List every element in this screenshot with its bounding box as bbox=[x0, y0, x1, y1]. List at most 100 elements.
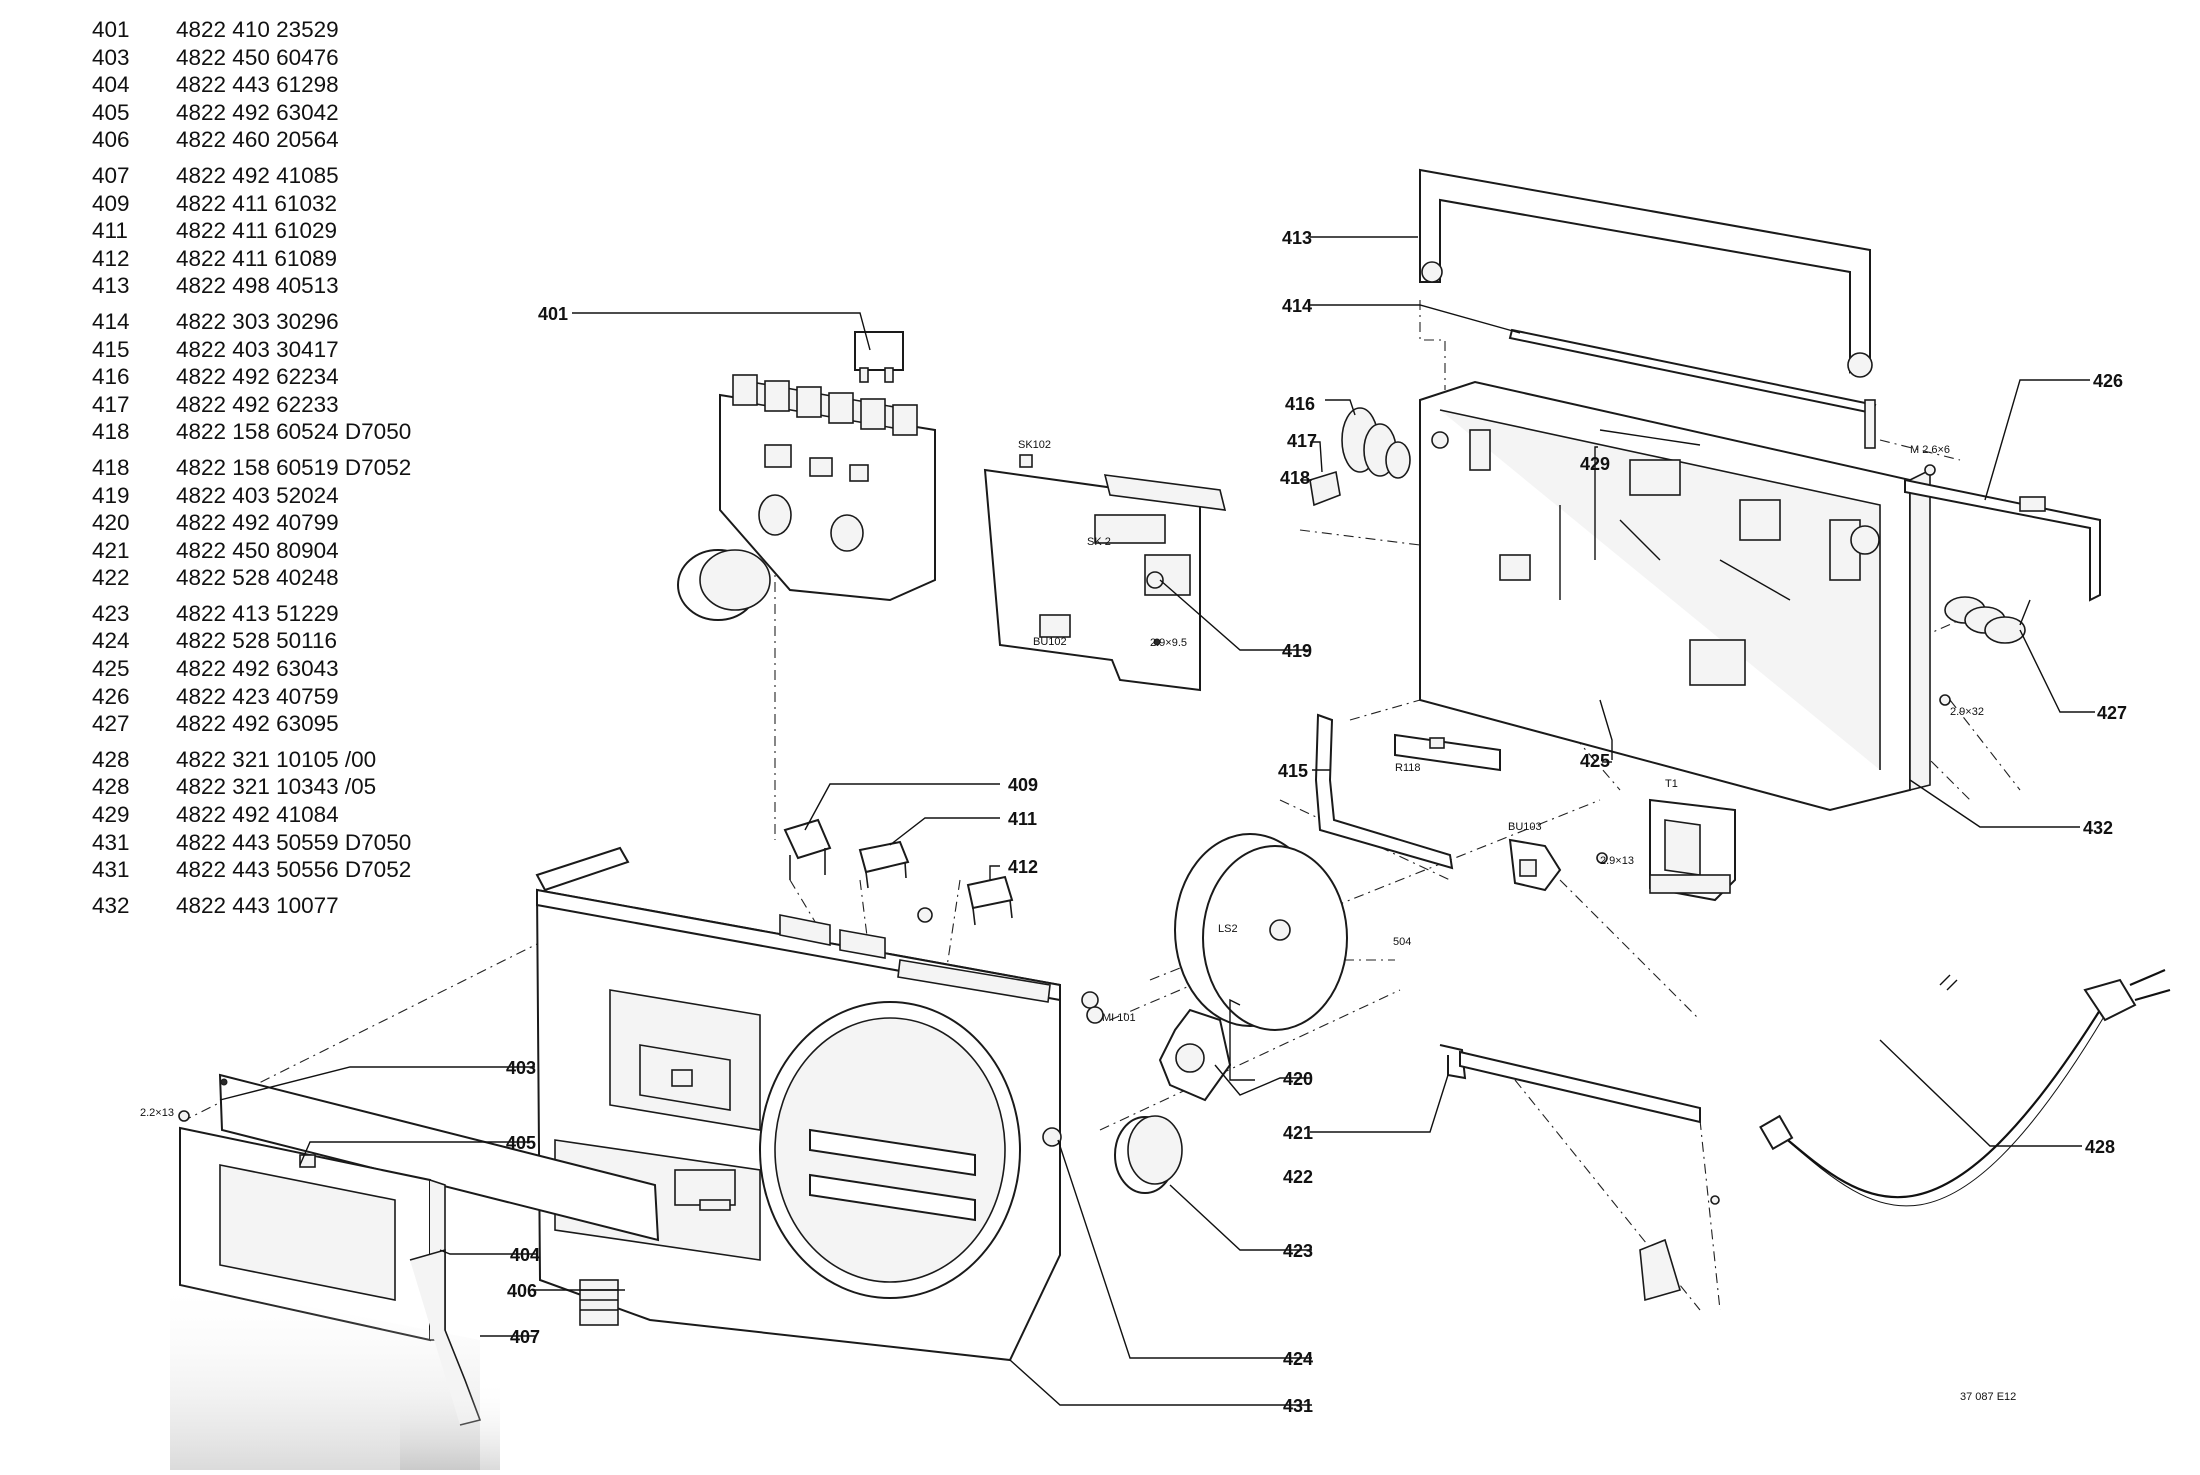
part-code: 4822 492 62233 bbox=[176, 391, 339, 417]
part-number: 428 bbox=[92, 746, 130, 772]
part-code: 4822 460 20564 bbox=[176, 127, 339, 153]
callout-406: 406 bbox=[507, 1281, 537, 1301]
part-number: 406 bbox=[92, 127, 130, 153]
parts-list-row: 420 4822 492 40799 bbox=[92, 509, 512, 537]
part-number: 422 bbox=[92, 565, 130, 591]
screws bbox=[178, 464, 1951, 1122]
front-cabinet-431 bbox=[535, 846, 1104, 1362]
part-code: 4822 450 80904 bbox=[176, 537, 339, 563]
part-code: 4822 443 50556 D7052 bbox=[176, 857, 412, 883]
callout-407: 407 bbox=[510, 1327, 540, 1347]
part-code: 4822 492 40799 bbox=[176, 510, 339, 536]
knob-423 bbox=[1114, 1115, 1183, 1194]
part-number: 405 bbox=[92, 99, 130, 125]
callout-420: 420 bbox=[1283, 1069, 1313, 1089]
part-number: 412 bbox=[92, 245, 130, 271]
drawing-id: 37 087 E12 bbox=[1960, 1391, 2016, 1403]
part-code: 4822 411 61089 bbox=[176, 245, 337, 271]
label-sk102: SK102 bbox=[1018, 439, 1051, 451]
label-m26x6: M 2.6×6 bbox=[1910, 444, 1950, 456]
callout-419: 419 bbox=[1282, 641, 1312, 661]
keyboard-unit-401 bbox=[677, 331, 936, 621]
callout-411: 411 bbox=[1008, 809, 1037, 829]
part-number: 417 bbox=[92, 391, 130, 417]
callout-427: 427 bbox=[2097, 703, 2127, 723]
callout-432: 432 bbox=[2083, 818, 2113, 838]
part-number: 423 bbox=[92, 600, 130, 626]
speaker-ls2 bbox=[1174, 833, 1348, 1031]
part-number: 414 bbox=[92, 308, 130, 334]
reference-labels: SK102 SK 2 BU102 2.9×9.5 M 2.6×6 2.9×32 … bbox=[140, 439, 2016, 1403]
strip-403 bbox=[218, 1073, 660, 1242]
callout-414: 414 bbox=[1282, 296, 1312, 316]
callout-429: 429 bbox=[1580, 454, 1610, 474]
bracket-407 bbox=[400, 1248, 500, 1470]
part-number: 404 bbox=[92, 72, 130, 98]
part-number: 427 bbox=[92, 711, 130, 737]
part-number: 425 bbox=[92, 656, 130, 682]
parts-list-row: 419 4822 403 52024 bbox=[92, 482, 512, 510]
pcb-419 bbox=[983, 454, 1227, 692]
tuning-drum-422 bbox=[1158, 1008, 1232, 1102]
part-code: 4822 443 10077 bbox=[176, 892, 339, 918]
part-number: 420 bbox=[92, 510, 130, 536]
clips-409-412 bbox=[783, 818, 1014, 926]
part-code: 4822 450 60476 bbox=[176, 44, 339, 70]
part-number: 431 bbox=[92, 857, 130, 883]
callout-416: 416 bbox=[1285, 394, 1315, 414]
part-code: 4822 423 40759 bbox=[176, 683, 339, 709]
antenna-rod-414 bbox=[1508, 328, 1877, 449]
part-code: 4822 492 63043 bbox=[176, 656, 339, 682]
callout-404: 404 bbox=[510, 1245, 540, 1265]
callout-405: 405 bbox=[506, 1133, 536, 1153]
spring-406 bbox=[579, 1279, 619, 1326]
part-code: 4822 303 30296 bbox=[176, 308, 339, 334]
part-code: 4822 413 51229 bbox=[176, 600, 339, 626]
part-number: 431 bbox=[92, 829, 130, 855]
lever-415 bbox=[1314, 713, 1454, 870]
callout-403: 403 bbox=[506, 1058, 536, 1078]
part-number: 424 bbox=[92, 628, 130, 654]
label-screw-29x13: 2.9×13 bbox=[1600, 855, 1634, 867]
callout-422: 422 bbox=[1283, 1167, 1313, 1187]
parts-list-row: 417 4822 492 62233 bbox=[92, 391, 512, 419]
part-number: 419 bbox=[92, 482, 130, 508]
part-number: 426 bbox=[92, 683, 130, 709]
slide-pot-r118 bbox=[1394, 733, 1501, 772]
callout-425: 425 bbox=[1580, 751, 1610, 771]
callout-428: 428 bbox=[2085, 1137, 2115, 1157]
part-code: 4822 403 52024 bbox=[176, 482, 339, 508]
part-code: 4822 411 61032 bbox=[176, 190, 337, 216]
label-r118: R118 bbox=[1395, 762, 1420, 774]
label-504: 504 bbox=[1393, 936, 1411, 948]
part-number: 429 bbox=[92, 802, 130, 828]
callout-431: 431 bbox=[1283, 1396, 1313, 1416]
label-mi101: MI 101 bbox=[1102, 1012, 1136, 1024]
part-number: 428 bbox=[92, 774, 130, 800]
part-code: 4822 158 60519 D7052 bbox=[176, 454, 412, 480]
parts-list-row: 431 4822 443 50556 D7052 bbox=[92, 856, 512, 884]
label-t1: T1 bbox=[1665, 778, 1678, 790]
callout-412: 412 bbox=[1008, 857, 1038, 877]
part-number: 421 bbox=[92, 537, 130, 563]
dial-bracket-421 bbox=[1439, 1044, 1721, 1311]
part-number: 413 bbox=[92, 273, 130, 299]
part-code: 4822 158 60524 D7050 bbox=[176, 419, 412, 445]
callout-426: 426 bbox=[2093, 371, 2123, 391]
